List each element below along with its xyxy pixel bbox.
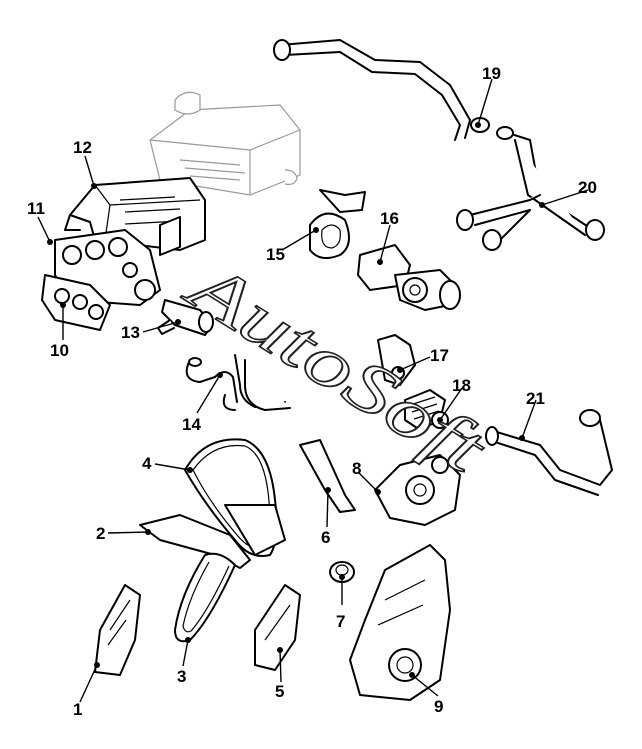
callout-4: 4 — [142, 454, 152, 473]
leader-dots — [47, 122, 545, 678]
callout-3: 3 — [177, 667, 186, 686]
part-14-hose-set — [185, 354, 291, 411]
part-3-secondary-chain — [174, 552, 236, 643]
air-filter-housing — [149, 91, 301, 196]
part-19-upper-hose — [273, 39, 490, 141]
callout-7: 7 — [336, 612, 345, 631]
part-8-oil-pump — [374, 454, 461, 526]
callout-14: 14 — [182, 415, 201, 434]
part-11-exhaust-manifold — [54, 229, 161, 306]
callout-17: 17 — [430, 346, 449, 365]
callout-20: 20 — [578, 178, 597, 197]
callout-9: 9 — [434, 697, 443, 716]
callout-2: 2 — [96, 524, 105, 543]
callout-18: 18 — [452, 376, 471, 395]
callout-11: 11 — [27, 199, 45, 218]
part-9-timing-cover — [349, 544, 451, 701]
callout-1: 1 — [73, 700, 82, 719]
part-13-sensor — [157, 299, 214, 336]
part-15-bracket — [309, 189, 366, 260]
callout-8: 8 — [352, 459, 361, 478]
callout-12: 12 — [73, 138, 92, 157]
callout-5: 5 — [275, 682, 284, 701]
callout-19: 19 — [482, 64, 501, 83]
callout-6: 6 — [321, 528, 330, 547]
callout-10: 10 — [50, 341, 69, 360]
part-20-y-hose — [456, 126, 605, 251]
part-16-water-pump — [357, 244, 461, 311]
part-21-lower-hose — [485, 409, 613, 496]
callout-labels: 1 2 3 4 5 6 7 8 9 10 11 12 13 14 15 16 1… — [27, 64, 597, 719]
part-2-tensioner-rail — [139, 514, 251, 569]
part-12-heat-shield — [64, 177, 206, 256]
leader-lines — [37, 78, 589, 703]
callout-16: 16 — [380, 209, 399, 228]
callout-13: 13 — [121, 323, 140, 342]
part-10-manifold-gasket — [41, 274, 111, 331]
callout-15: 15 — [266, 245, 285, 264]
part-5-cover-plate — [254, 584, 301, 671]
part-1-chain-guide — [94, 584, 141, 676]
callout-21: 21 — [526, 389, 545, 408]
part-4-timing-chain — [184, 438, 286, 557]
